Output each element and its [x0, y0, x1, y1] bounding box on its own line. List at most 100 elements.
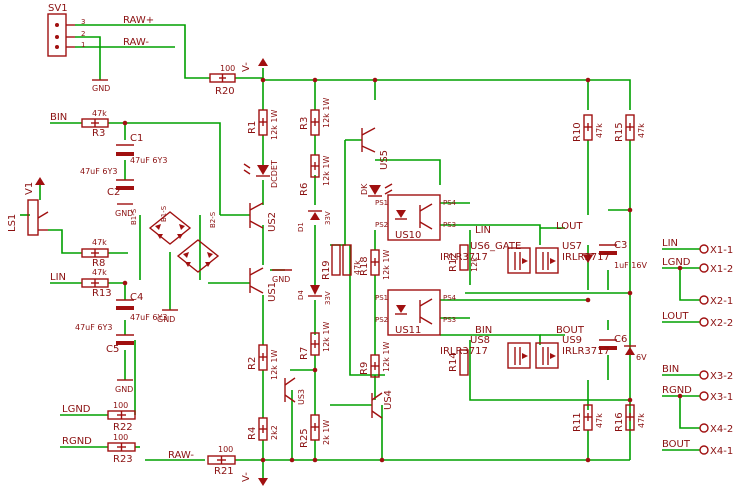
wires: [20, 24, 700, 478]
svg-text:US2: US2: [267, 212, 278, 232]
svg-text:R10: R10: [572, 122, 583, 142]
connector-x3-2: BIN X3-2: [662, 364, 733, 382]
svg-text:PS4: PS4: [443, 294, 457, 302]
resistor-r8: 47k R8: [81, 238, 109, 269]
supply-v-minus: V- V-: [35, 58, 268, 486]
svg-text:47k: 47k: [353, 260, 362, 275]
svg-text:R23: R23: [113, 454, 133, 465]
svg-text:PS2: PS2: [375, 316, 388, 324]
svg-text:GND: GND: [115, 385, 133, 394]
net-raw-plus: RAW+: [123, 15, 154, 26]
net-bin: BIN: [50, 112, 67, 123]
connector-x4-1: BOUT X4-1: [662, 439, 733, 457]
connector-x4-2: X4-2: [699, 423, 733, 435]
resistor-r10: R10 47k: [572, 114, 604, 142]
svg-text:IRLR3717: IRLR3717: [440, 252, 488, 263]
net-lin-mid: LIN: [475, 225, 491, 236]
svg-text:R11: R11: [572, 412, 583, 432]
svg-text:US1: US1: [267, 282, 278, 302]
svg-text:47k: 47k: [595, 123, 604, 138]
svg-text:US3: US3: [297, 389, 306, 405]
transistor-us4: US4: [371, 390, 394, 419]
zener-d1: D1 33V: [297, 210, 332, 232]
transistor-us1: US1: [249, 267, 278, 302]
resistor-r25: R25 2k 1W: [299, 414, 331, 448]
svg-text:X3-2: X3-2: [710, 371, 733, 382]
capacitor-c6: C6 6V: [599, 334, 647, 362]
optocoupler-us11: PS1 PS2 PS4 PS3 US11: [375, 289, 457, 336]
svg-text:6V: 6V: [636, 353, 647, 362]
svg-text:R21: R21: [214, 466, 234, 477]
net-lin: LIN: [50, 272, 66, 283]
svg-text:C6: C6: [614, 334, 627, 345]
resistor-r15: R15 47k: [614, 114, 646, 142]
svg-text:12k 1W: 12k 1W: [270, 110, 279, 140]
resistor-r2: R2 12k 1W: [247, 344, 279, 380]
svg-text:12k 1W: 12k 1W: [322, 322, 331, 352]
svg-text:US10: US10: [395, 230, 421, 241]
svg-text:47k: 47k: [92, 268, 107, 277]
svg-text:R7: R7: [299, 347, 310, 360]
svg-text:12k 1W: 12k 1W: [270, 350, 279, 380]
mosfet-us9: US9 IRLR3717: [535, 335, 610, 369]
svg-text:R13: R13: [92, 288, 112, 299]
svg-text:R6: R6: [299, 183, 310, 196]
svg-text:R16: R16: [614, 412, 625, 432]
svg-text:12k: 12k: [470, 257, 479, 272]
diode-c3-parallel: [582, 253, 594, 263]
capacitor-c1: C1 47uF 6Y3: [116, 133, 167, 165]
net-bout-mid: BOUT: [556, 325, 585, 336]
svg-text:DCDET: DCDET: [270, 160, 279, 188]
svg-text:1uF 16V: 1uF 16V: [614, 261, 647, 270]
svg-text:GND: GND: [272, 275, 290, 284]
resistor-r16: R16 47k: [614, 404, 646, 432]
svg-text:GND: GND: [115, 209, 133, 218]
mosfet-us7: US7 IRLR3717 IRLR3717: [440, 241, 610, 274]
svg-text:LGND: LGND: [662, 257, 691, 268]
resistor-r3b: R3 12k 1W: [299, 98, 331, 136]
svg-text:47k: 47k: [637, 123, 646, 138]
gnd-symbol: GND: [92, 79, 110, 93]
bridge-b1: B1-S B1-S: [130, 205, 192, 245]
svg-text:X1-1: X1-1: [710, 245, 733, 256]
svg-text:100: 100: [220, 64, 235, 73]
svg-text:LOUT: LOUT: [662, 311, 689, 322]
svg-text:IRLR3717: IRLR3717: [562, 252, 610, 263]
svg-text:PS1: PS1: [375, 199, 388, 207]
svg-text:US6_GATE: US6_GATE: [470, 241, 521, 252]
svg-text:IRLR3717: IRLR3717: [440, 346, 488, 357]
bridge-b2: B2-S: [176, 211, 220, 273]
diode-c6-parallel: [624, 345, 636, 355]
svg-text:C2: C2: [107, 187, 120, 198]
svg-text:R4: R4: [247, 427, 258, 440]
svg-text:X3-1: X3-1: [710, 392, 733, 403]
svg-text:DK: DK: [360, 183, 369, 195]
svg-text:2k 1W: 2k 1W: [322, 420, 331, 445]
svg-text:X2-1: X2-1: [710, 296, 733, 307]
svg-text:47uF 6Y3: 47uF 6Y3: [80, 167, 117, 176]
svg-text:LIN: LIN: [662, 238, 678, 249]
svg-text:PS1: PS1: [375, 294, 388, 302]
svg-text:D4: D4: [297, 290, 305, 300]
connector-x3-1: RGND X3-1: [662, 385, 733, 403]
mosfet-us6: US6_GATE: [470, 241, 531, 274]
svg-text:R2: R2: [247, 357, 258, 370]
net-lgnd: LGND: [62, 404, 91, 415]
svg-text:D1: D1: [297, 222, 305, 232]
svg-text:GND: GND: [92, 84, 110, 93]
sv1-pin-1: 1: [81, 41, 85, 49]
net-raw-minus: RAW-: [123, 37, 149, 48]
svg-text:PS2: PS2: [375, 221, 388, 229]
net-raw-minus-bottom: RAW-: [168, 450, 194, 461]
svg-text:B1-S: B1-S: [130, 208, 138, 225]
v-minus-top-label: V-: [241, 62, 252, 72]
svg-text:PS3: PS3: [443, 221, 456, 229]
net-lout-mid: LOUT: [556, 221, 583, 232]
connector-x2-2: LOUT X2-2: [662, 311, 733, 329]
gnd-symbol: GND: [115, 203, 133, 218]
svg-text:C1: C1: [130, 133, 143, 144]
svg-text:12k 1W: 12k 1W: [322, 98, 331, 128]
svg-text:BOUT: BOUT: [662, 439, 691, 450]
net-bin-mid: BIN: [475, 325, 492, 336]
svg-text:X4-1: X4-1: [710, 446, 733, 457]
